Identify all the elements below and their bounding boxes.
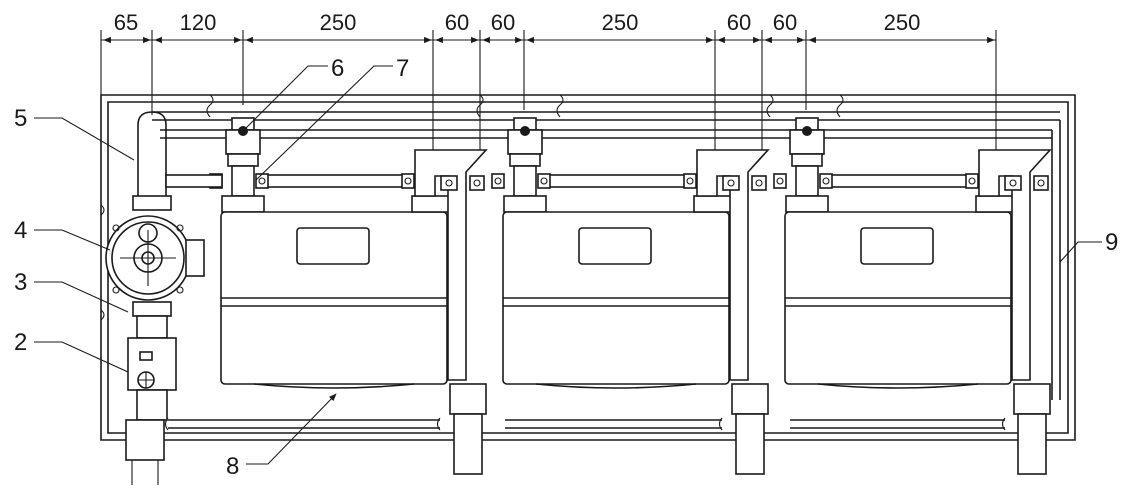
- support-bracket: [165, 174, 223, 188]
- callout-9: 9: [1105, 229, 1118, 256]
- break-mark: [1001, 417, 1006, 431]
- bracket-clip: [469, 175, 485, 191]
- inlet-union-nut: [221, 195, 265, 213]
- leader-line-3: [34, 281, 129, 313]
- dimension-label-1: 65: [114, 10, 138, 35]
- inlet-riser: [105, 111, 205, 485]
- dimension-label-6: 250: [602, 10, 639, 35]
- meter-display-window: [296, 227, 370, 265]
- break-mark: [436, 417, 441, 431]
- bolt-icon: [112, 286, 120, 294]
- bolt-icon: [445, 179, 453, 187]
- callout-4: 4: [14, 217, 27, 244]
- callout-2: 2: [14, 329, 27, 356]
- valve-handle: [139, 351, 153, 361]
- bolt-icon: [176, 286, 184, 294]
- dimension-label-3: 250: [320, 10, 357, 35]
- inlet-pipe-bottom: [125, 419, 165, 461]
- break-mark: [206, 94, 214, 118]
- bolt-icon: [176, 224, 184, 232]
- bolt-icon: [473, 179, 481, 187]
- break-mark: [100, 309, 105, 321]
- dimension-label-7: 60: [727, 10, 751, 35]
- dimension-label-5: 60: [491, 10, 515, 35]
- meter-unit-1: [209, 117, 488, 475]
- callout-8: 8: [226, 453, 239, 480]
- right-riser-pipe: [1051, 120, 1061, 400]
- regulator-side-port: [185, 239, 205, 277]
- leader-line-7: [255, 65, 393, 181]
- valve-nut: [227, 153, 259, 167]
- break-mark: [836, 94, 844, 118]
- break-mark: [476, 94, 484, 118]
- leader-line-4: [34, 229, 111, 251]
- pipe-segment: [136, 389, 168, 421]
- dimension-label-2: 120: [180, 10, 217, 35]
- bolt-icon: [404, 177, 412, 185]
- leader-line-6: [245, 65, 328, 129]
- leader-line-8: [246, 393, 337, 465]
- callouts: 5 4 3 2 6 7 8 9: [14, 55, 1118, 480]
- leader-line-2: [34, 341, 129, 373]
- callout-3: 3: [14, 269, 27, 296]
- frame-outer: [100, 94, 1076, 441]
- break-mark: [766, 94, 774, 118]
- bracket-clip: [440, 175, 458, 191]
- callout-5: 5: [14, 105, 27, 132]
- pipe-frame: [100, 94, 1076, 441]
- regulator-cross: [120, 230, 176, 286]
- meter-seam: [221, 297, 447, 307]
- pipe-segment: [136, 315, 168, 339]
- callout-7: 7: [396, 55, 409, 82]
- callout-6: 6: [331, 55, 344, 82]
- bolt-icon: [258, 177, 266, 185]
- bottom-pipe-2: [505, 419, 722, 429]
- leader-line-9: [1059, 241, 1102, 263]
- bottom-pipe-3: [790, 419, 1005, 429]
- downpipe-union: [449, 383, 487, 415]
- support-bracket: [257, 174, 409, 188]
- top-header-pipe: [152, 111, 1060, 121]
- bracket-clip: [401, 173, 415, 189]
- top-header-pipe-2: [160, 129, 1052, 139]
- valve-cross: [138, 372, 154, 388]
- valve-knob-icon: [238, 126, 248, 136]
- meter-bottom-curve: [253, 383, 415, 389]
- outlet-elbow: [414, 149, 488, 381]
- bottom-pipe-1: [168, 419, 440, 429]
- bolt-icon: [112, 224, 120, 232]
- dimension-label-4: 60: [445, 10, 469, 35]
- break-mark: [718, 417, 723, 431]
- inlet-stub: [231, 165, 255, 197]
- dimension-row: 65 120 250 60 60 250 60 60 250: [100, 10, 997, 150]
- riser-nut: [132, 195, 172, 211]
- bracket-clip: [255, 173, 269, 189]
- coupling-nut: [132, 301, 172, 317]
- break-mark: [100, 204, 105, 216]
- frame-inner: [107, 101, 1069, 434]
- break-mark: [556, 94, 564, 118]
- downpipe: [453, 413, 483, 475]
- riser-elbow: [137, 111, 167, 201]
- inlet-pipe-stub: [131, 460, 159, 485]
- leader-line-5: [34, 117, 135, 161]
- dimension-label-9: 250: [884, 10, 921, 35]
- dimension-label-8: 60: [773, 10, 797, 35]
